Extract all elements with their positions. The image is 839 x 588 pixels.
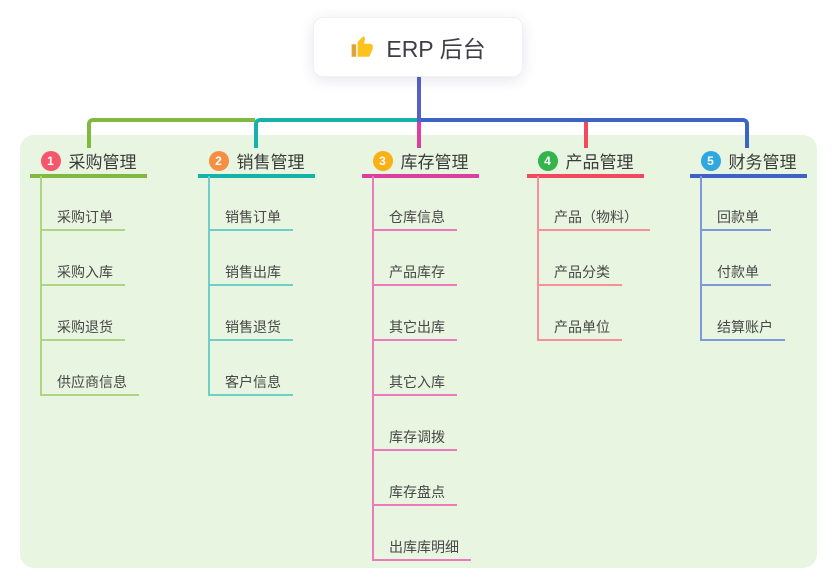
connector-root (417, 76, 421, 122)
child-node[interactable]: 采购退货 (42, 286, 125, 341)
branch-children: 回款单 付款单 结算账户 (700, 176, 785, 341)
branch-title-sales[interactable]: 2 销售管理 (198, 147, 315, 178)
root-node[interactable]: ERP 后台 (313, 17, 523, 77)
child-node[interactable]: 采购订单 (42, 176, 125, 231)
connector-branch-inventory (417, 120, 421, 148)
branch-inventory: 3 库存管理 仓库信息 产品库存 其它出库 其它入库 库存调拨 库存盘点 出库库… (362, 147, 479, 561)
child-node[interactable]: 产品库存 (374, 231, 457, 286)
child-node[interactable]: 产品分类 (539, 231, 622, 286)
child-node[interactable]: 其它出库 (374, 286, 457, 341)
connector-branch-product (584, 120, 588, 148)
branch-title-label: 销售管理 (236, 153, 305, 172)
branch-children: 仓库信息 产品库存 其它出库 其它入库 库存调拨 库存盘点 出库库明细 (372, 176, 471, 561)
connector-branch-sales (254, 118, 421, 148)
branch-badge: 1 (40, 150, 61, 171)
branch-badge: 5 (700, 150, 721, 171)
branch-badge: 3 (372, 150, 393, 171)
branch-children: 采购订单 采购入库 采购退货 供应商信息 (40, 176, 139, 396)
branches-panel (20, 135, 817, 568)
connector-branch-finance (419, 118, 749, 148)
branch-title-label: 库存管理 (400, 153, 469, 172)
child-node[interactable]: 销售退货 (210, 286, 293, 341)
child-node[interactable]: 付款单 (702, 231, 771, 286)
branch-title-inventory[interactable]: 3 库存管理 (362, 147, 479, 178)
root-label: ERP 后台 (386, 36, 486, 62)
branch-title-product[interactable]: 4 产品管理 (527, 147, 644, 178)
child-node[interactable]: 产品（物料） (539, 176, 650, 231)
branch-product: 4 产品管理 产品（物料） 产品分类 产品单位 (527, 147, 650, 341)
branch-title-finance[interactable]: 5 财务管理 (690, 147, 807, 178)
branch-finance: 5 财务管理 回款单 付款单 结算账户 (690, 147, 807, 341)
child-node[interactable]: 库存盘点 (374, 451, 457, 506)
child-node[interactable]: 销售订单 (210, 176, 293, 231)
child-node[interactable]: 其它入库 (374, 341, 457, 396)
child-node[interactable]: 销售出库 (210, 231, 293, 286)
child-node[interactable]: 仓库信息 (374, 176, 457, 231)
branch-title-purchase[interactable]: 1 采购管理 (30, 147, 147, 178)
child-node[interactable]: 结算账户 (702, 286, 785, 341)
child-node[interactable]: 供应商信息 (42, 341, 139, 396)
branch-children: 销售订单 销售出库 销售退货 客户信息 (208, 176, 293, 396)
branch-badge: 2 (208, 150, 229, 171)
branch-title-label: 产品管理 (565, 153, 634, 172)
connector-branch-purchase (87, 118, 255, 148)
branch-badge: 4 (537, 150, 558, 171)
thumbs-up-icon (350, 34, 376, 60)
branch-children: 产品（物料） 产品分类 产品单位 (537, 176, 650, 341)
child-node[interactable]: 采购入库 (42, 231, 125, 286)
child-node[interactable]: 产品单位 (539, 286, 622, 341)
branch-title-label: 财务管理 (728, 153, 797, 172)
branch-sales: 2 销售管理 销售订单 销售出库 销售退货 客户信息 (198, 147, 315, 396)
branch-purchase: 1 采购管理 采购订单 采购入库 采购退货 供应商信息 (30, 147, 147, 396)
child-node[interactable]: 出库库明细 (374, 506, 471, 561)
child-node[interactable]: 客户信息 (210, 341, 293, 396)
branch-title-label: 采购管理 (68, 153, 137, 172)
child-node[interactable]: 回款单 (702, 176, 771, 231)
child-node[interactable]: 库存调拨 (374, 396, 457, 451)
